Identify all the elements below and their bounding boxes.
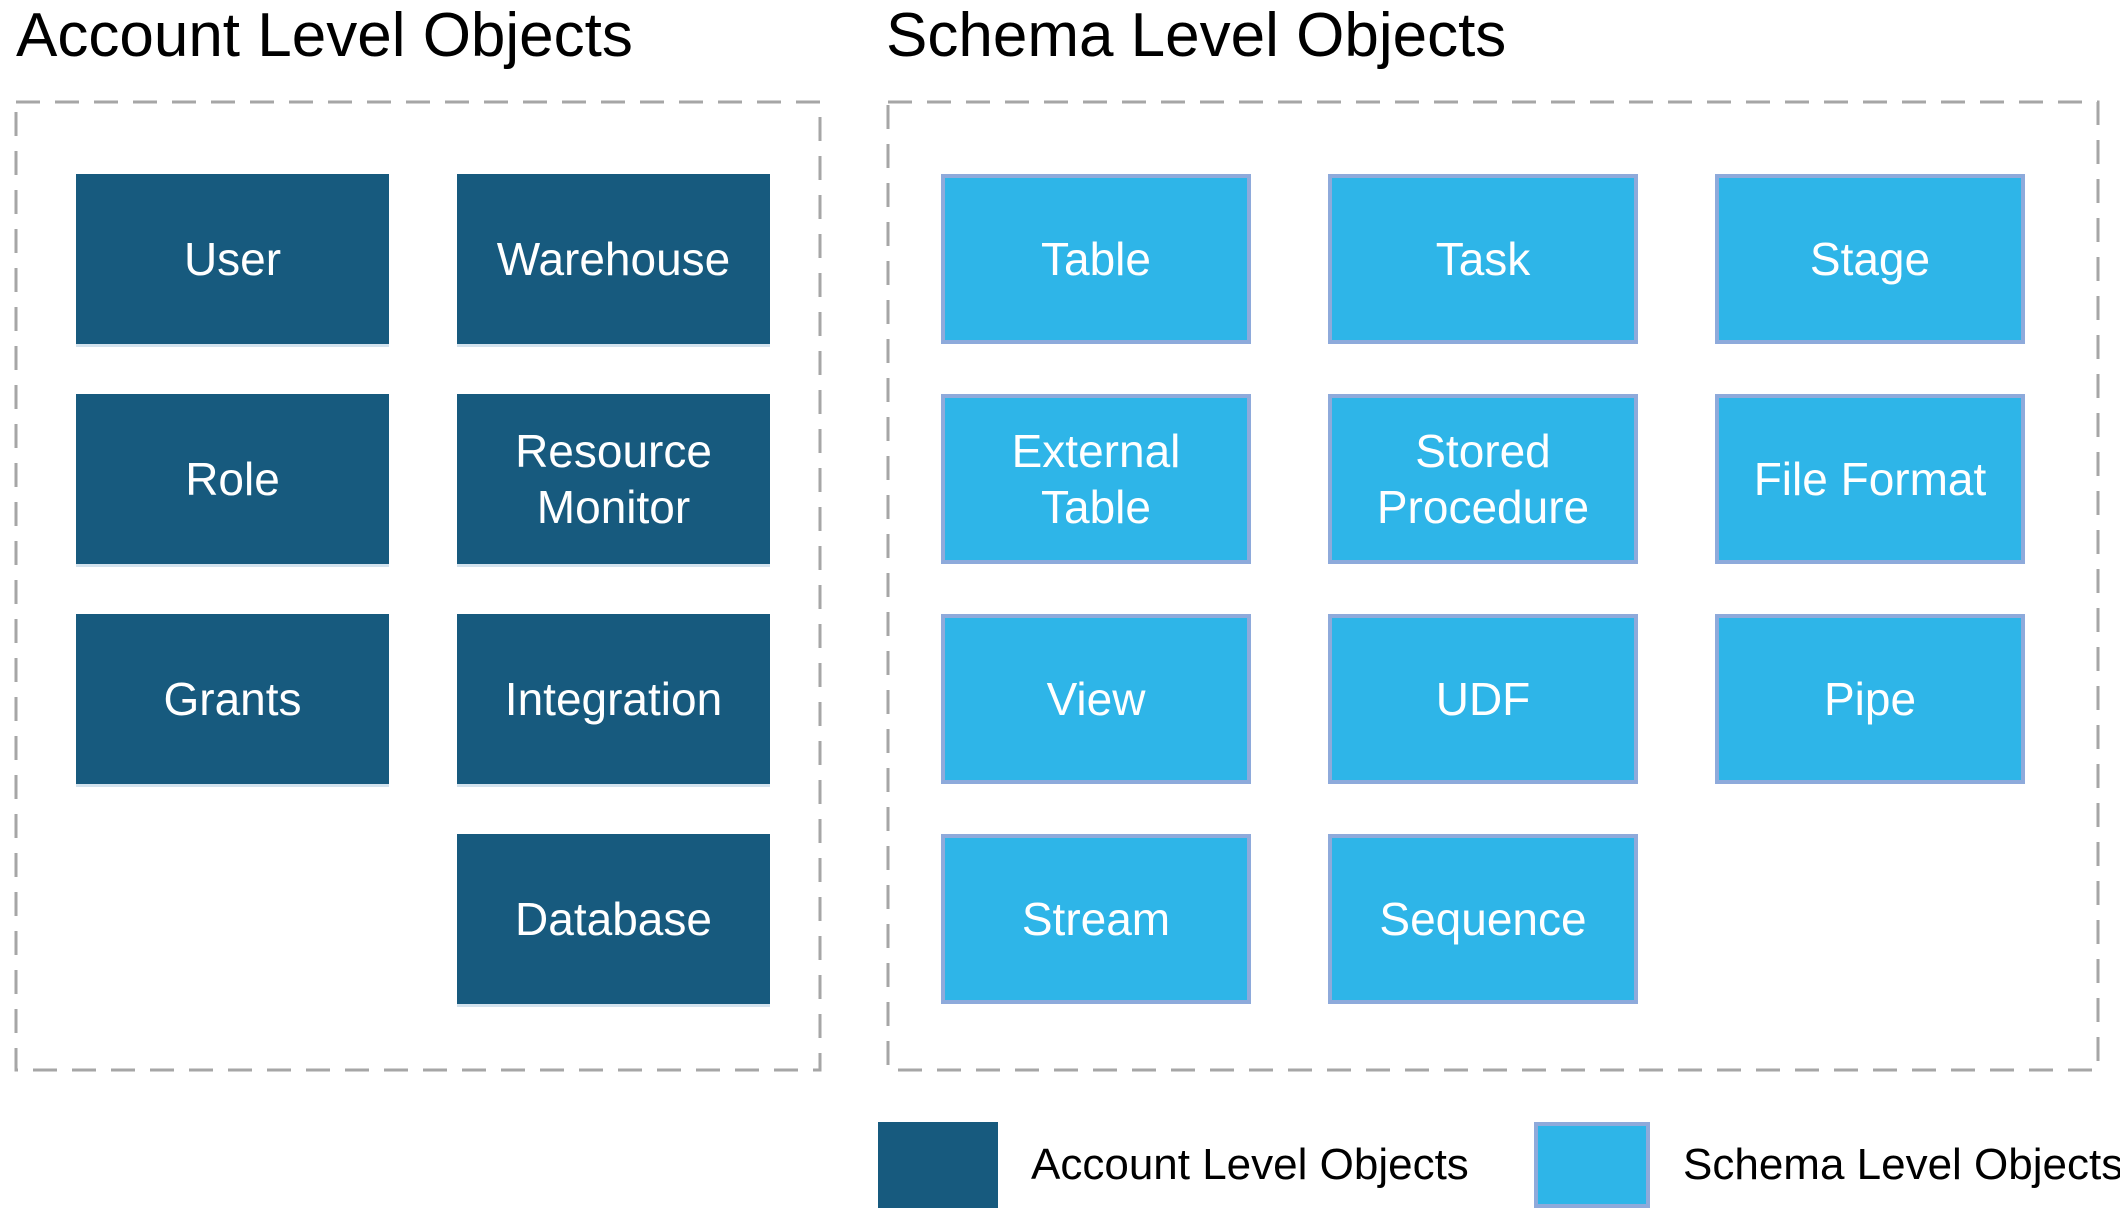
legend-swatch-schema-level: [1534, 1122, 1650, 1208]
legend-label-schema-level: Schema Level Objects: [1683, 1140, 2120, 1189]
object-box-integration: Integration: [457, 614, 770, 784]
object-box-table: Table: [941, 174, 1251, 344]
object-box-view: View: [941, 614, 1251, 784]
schema-panel-title: Schema Level Objects: [886, 1, 1507, 70]
legend-label-account-level: Account Level Objects: [1031, 1140, 1469, 1189]
object-box-udf: UDF: [1328, 614, 1638, 784]
schema-panel: Table Task Stage External Table Stored P…: [886, 100, 2100, 1072]
account-panel: User Warehouse Role Resource Monitor Gra…: [14, 100, 822, 1072]
object-box-pipe: Pipe: [1715, 614, 2025, 784]
account-panel-title: Account Level Objects: [16, 1, 633, 70]
object-box-stream: Stream: [941, 834, 1251, 1004]
object-box-external-table: External Table: [941, 394, 1251, 564]
object-box-file-format: File Format: [1715, 394, 2025, 564]
object-box-resource-monitor: Resource Monitor: [457, 394, 770, 564]
object-box-task: Task: [1328, 174, 1638, 344]
legend-swatch-account-level: [878, 1122, 998, 1208]
object-box-warehouse: Warehouse: [457, 174, 770, 344]
object-box-role: Role: [76, 394, 389, 564]
object-box-user: User: [76, 174, 389, 344]
object-box-stage: Stage: [1715, 174, 2025, 344]
object-box-grants: Grants: [76, 614, 389, 784]
object-box-stored-procedure: Stored Procedure: [1328, 394, 1638, 564]
legend-item-schema: Schema Level Objects: [1534, 1122, 2120, 1208]
legend-item-account: Account Level Objects: [878, 1122, 1469, 1208]
object-box-sequence: Sequence: [1328, 834, 1638, 1004]
object-box-database: Database: [457, 834, 770, 1004]
